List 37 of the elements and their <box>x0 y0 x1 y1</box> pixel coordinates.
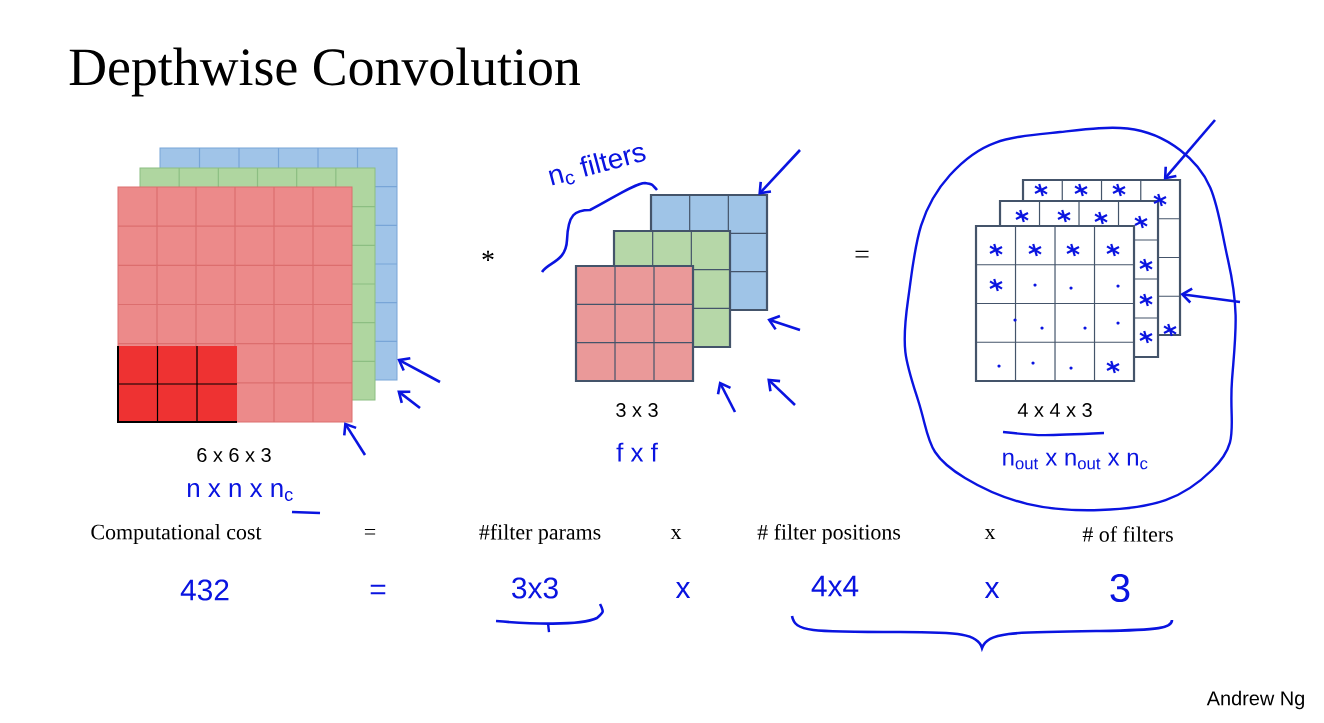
handwritten-note: 432 <box>180 579 229 601</box>
operator-sign: = <box>364 529 376 535</box>
annotation-arrow <box>1163 119 1216 180</box>
dimension-label: 4 x 4 x 3 <box>1017 402 1092 418</box>
text-label: #filter params <box>479 523 601 545</box>
handwritten-note: = <box>370 584 386 595</box>
handwritten-note: 4x4 <box>811 575 859 597</box>
filter-stack-drawing <box>574 193 769 383</box>
handwritten-note: x <box>675 582 691 598</box>
annotation-arrow <box>767 378 796 406</box>
annotation-arrow <box>1180 287 1241 304</box>
handwritten-note: n$_{out}$ x n$_{out}$ x n$_{c}$ <box>1003 452 1148 470</box>
text-label: Computational cost <box>91 524 262 544</box>
annotation-arrow <box>758 149 801 195</box>
annotation-arrow <box>397 356 441 384</box>
handwritten-note: f x f <box>616 442 658 462</box>
handwritten-note: x <box>984 582 1000 598</box>
handwritten-note: n x n x n$_{c}$ <box>188 483 293 501</box>
input-volume-drawing <box>117 147 398 423</box>
slide-title: Depthwise Convolution <box>69 47 580 97</box>
annotation-arrow <box>767 314 801 332</box>
text-label: # filter positions <box>757 523 901 545</box>
annotation-arrow <box>343 422 367 456</box>
dimension-label: 6 x 6 x 3 <box>197 447 271 463</box>
handwritten-note: n$_{c}$ filters <box>548 146 646 186</box>
dimension-label: 3 x 3 <box>616 402 658 418</box>
operator-sign: x <box>670 528 682 540</box>
handwritten-note: 3x3 <box>512 577 558 599</box>
handwritten-note: 3 <box>1110 573 1130 603</box>
output-volume-drawing <box>974 178 1182 383</box>
author-name: Andrew Ng <box>1206 690 1304 710</box>
annotation-arrow <box>716 381 737 413</box>
operator-sign: * <box>482 250 494 262</box>
operator-sign: = <box>855 250 869 258</box>
annotation-arrow <box>397 390 421 410</box>
operator-sign: x <box>984 528 996 540</box>
text-label: # of filters <box>1082 526 1173 542</box>
